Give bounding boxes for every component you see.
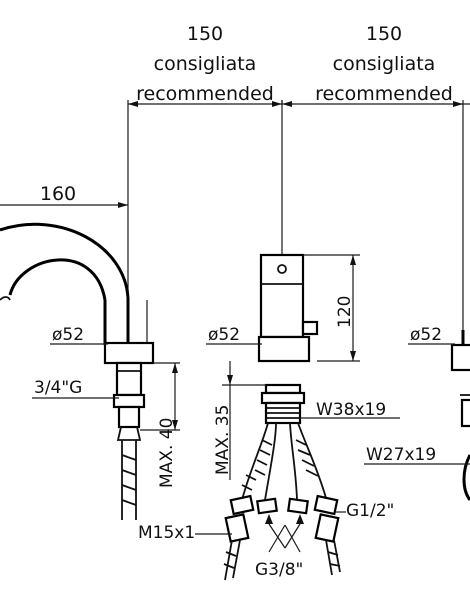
mixer-diameter-label: ø52 (208, 325, 240, 345)
spout-max-thickness: MAX. 40 (157, 418, 177, 488)
spacing-dimension (127, 100, 470, 330)
hose-g38-label: G3/8" (255, 560, 303, 580)
spout-max-dimension (140, 362, 180, 431)
hose-g38-leader (265, 514, 304, 553)
spout-thread-label: 3/4"G (34, 378, 82, 398)
right-spacing-en: recommended (315, 83, 453, 105)
right-component (450, 330, 470, 501)
spout (0, 222, 155, 520)
left-spacing-value: 150 (187, 23, 223, 45)
mixer-max-thickness: MAX. 35 (213, 405, 233, 475)
spout-diameter-label: ø52 (52, 325, 84, 345)
mixer-nut-label: W38x19 (316, 400, 386, 420)
mixer-max-dimension (222, 361, 266, 480)
hose-g12-label: G1/2" (346, 501, 394, 521)
mixer-hoses (223, 422, 341, 581)
mixer-handle-height: 120 (335, 296, 355, 328)
left-spacing-it: consigliata (154, 53, 257, 75)
right-spacing-it: consigliata (333, 53, 436, 75)
reach-dimension (0, 202, 128, 208)
mixer-handle-dimension (303, 254, 360, 362)
right-diameter-label: ø52 (410, 325, 442, 345)
left-spacing-en: recommended (136, 83, 274, 105)
right-nut-label: W27x19 (366, 445, 436, 465)
mixer-body (257, 253, 319, 425)
right-spacing-value: 150 (366, 23, 402, 45)
spout-reach-value: 160 (40, 183, 76, 205)
hose-m15-label: M15x1 (138, 523, 195, 543)
